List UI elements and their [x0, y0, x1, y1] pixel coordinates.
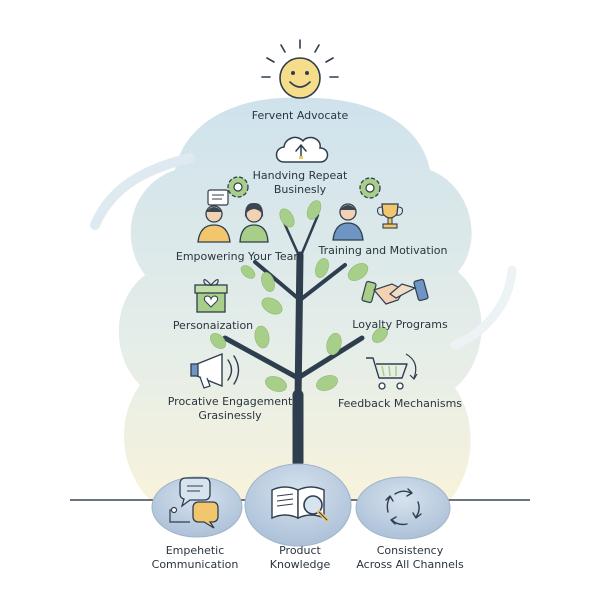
label-personalization: Personaization	[172, 319, 254, 332]
branch-top-right	[298, 213, 320, 260]
label-proactive-engagement: Procative Engagement Grasinessly	[160, 395, 300, 423]
label-consistency-channels: Consistency Across All Channels	[340, 544, 480, 572]
label-feedback-mechanisms: Feedback Mechanisms	[337, 397, 463, 410]
tree	[222, 213, 365, 468]
leaf	[265, 376, 287, 392]
label-line: Across All Channels	[356, 558, 464, 571]
label-line: Businesly	[273, 183, 327, 196]
leaf	[261, 272, 275, 292]
team-gear-icon	[197, 176, 269, 243]
leaf	[279, 208, 295, 228]
leaf	[315, 258, 329, 278]
label-line: Knowledge	[269, 558, 331, 571]
leaf	[210, 333, 226, 349]
chat-bubbles-icon	[169, 477, 219, 529]
label-line: Consistency	[376, 544, 444, 557]
leaf	[261, 297, 283, 315]
label-empathetic-communication: Empehetic Communication	[130, 544, 260, 572]
leaf	[326, 332, 342, 356]
leaf	[254, 325, 270, 349]
label-line: Empehetic	[165, 544, 225, 557]
label-empowering-team: Empowering Your Team	[175, 250, 305, 263]
label-product-knowledge: Product Knowledge	[240, 544, 360, 572]
smiley-sun-icon	[261, 39, 339, 99]
leaf	[372, 327, 388, 343]
label-line: Product	[279, 544, 321, 557]
branch-mid-right	[295, 335, 365, 381]
tree-leaves	[210, 200, 388, 392]
trophy-gear-icon	[332, 177, 404, 241]
cloud-upload-icon	[275, 136, 329, 163]
wind-swoosh-left	[90, 153, 195, 230]
label-training-motivation: Training and Motivation	[318, 244, 448, 257]
megaphone-icon	[190, 352, 240, 389]
leaf	[347, 263, 369, 281]
leaf	[240, 265, 256, 279]
book-magnifier-icon	[271, 486, 329, 522]
shopping-cart-icon	[366, 353, 418, 390]
label-line: Handving Repeat	[252, 169, 348, 182]
branch-upper-left	[253, 260, 302, 302]
label-repeat-business: Handving Repeat Businesly	[240, 169, 360, 197]
foundation-rock-right	[355, 476, 451, 540]
label-line: Communication	[151, 558, 239, 571]
label-loyalty-programs: Loyalty Programs	[352, 318, 448, 331]
leaf	[316, 375, 338, 391]
label-line: Grasinessly	[198, 409, 262, 422]
handshake-icon	[361, 278, 429, 305]
cycle-arrows-icon	[385, 488, 422, 526]
branch-upper-right	[298, 263, 347, 302]
label-line: Procative Engagement	[167, 395, 293, 408]
branch-mid-left	[222, 335, 301, 381]
label-fervent-advocate: Fervent Advocate	[251, 109, 349, 122]
gift-heart-icon	[194, 279, 228, 313]
leaf	[306, 200, 322, 220]
wind-swoosh-right	[450, 265, 517, 350]
